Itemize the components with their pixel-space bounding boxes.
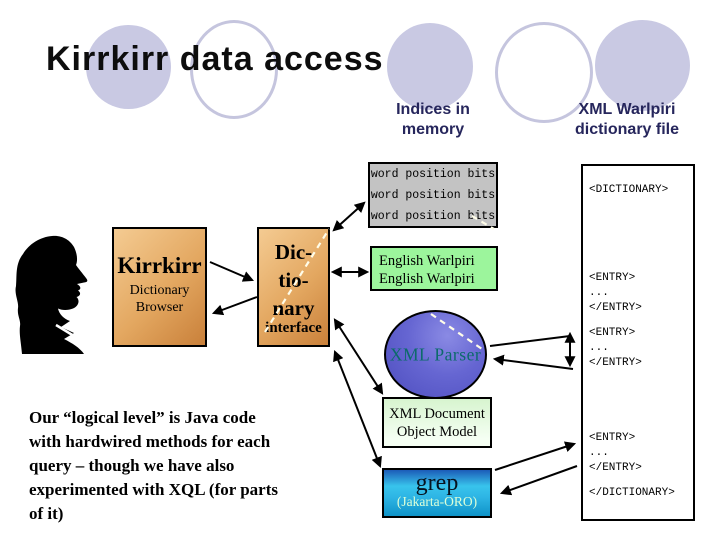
grep-box-title: grep [415,470,459,496]
xml-dom-box: XML Document Object Model [382,397,492,448]
xml-parser-ellipse: XML Parser [384,310,487,399]
decor-circle-1 [86,25,171,109]
decor-circle-2 [190,20,278,119]
kirrkirr-box-subtitle: Dictionary Browser [129,283,190,315]
xml-parser-label: XML Parser [389,344,482,364]
xml-dictionary-open-tag: <DICTIONARY> [589,184,669,196]
xml-entry-group-2: <ENTRY> ... </ENTRY> [589,327,642,369]
person-silhouette-icon [15,235,88,354]
indices-in-memory-label: Indices in memory [396,101,470,138]
arrow-interface-to-kirrkirr [211,296,258,316]
decor-circle-4 [495,22,593,123]
xml-dictionary-file-box: <DICTIONARY> <ENTRY> ... </ENTRY> <ENTRY… [581,164,695,521]
arrow-parser-to-file [489,335,571,347]
word-position-bits-box: word position bits word position bits wo… [368,162,498,228]
slide-title: Kirrkirr data access [46,40,384,78]
grep-box-subtitle: (Jakarta-ORO) [396,494,478,509]
xml-dictionary-file-label: XML Warlpiri dictionary file [574,101,680,138]
xml-entry-group-1: <ENTRY> ... </ENTRY> [589,272,642,314]
notes-paragraph: Our “logical level” is Java code with ha… [29,408,278,523]
arrow-kirrkirr-to-interface [209,261,255,282]
xml-dictionary-close-tag: </DICTIONARY> [589,487,675,499]
dictionary-interface-box: Dic- tio- nary interface [257,227,330,347]
dictionary-interface-subtitle: interface [265,320,322,336]
dictionary-interface-title: Dic- tio- nary [272,240,315,320]
arrow-interface-dom [333,318,384,395]
arrow-grep-to-file [494,441,577,471]
kirrkirr-browser-box: Kirrkirr Dictionary Browser [112,227,207,347]
kirrkirr-box-title: Kirrkirr [117,253,202,278]
decor-circle-3 [387,23,473,110]
grep-box: grep (Jakarta-ORO) [382,468,492,518]
english-warlpiri-box: English Warlpiri English Warlpiri [370,246,498,291]
arrow-file-to-parser [492,354,574,370]
arrow-file-to-grep [499,465,578,496]
xml-entry-group-3: <ENTRY> ... </ENTRY> [589,432,642,474]
decor-circle-5 [595,20,690,111]
arrow-interface-wordbits [332,201,366,232]
arrow-interface-grep [333,349,382,469]
